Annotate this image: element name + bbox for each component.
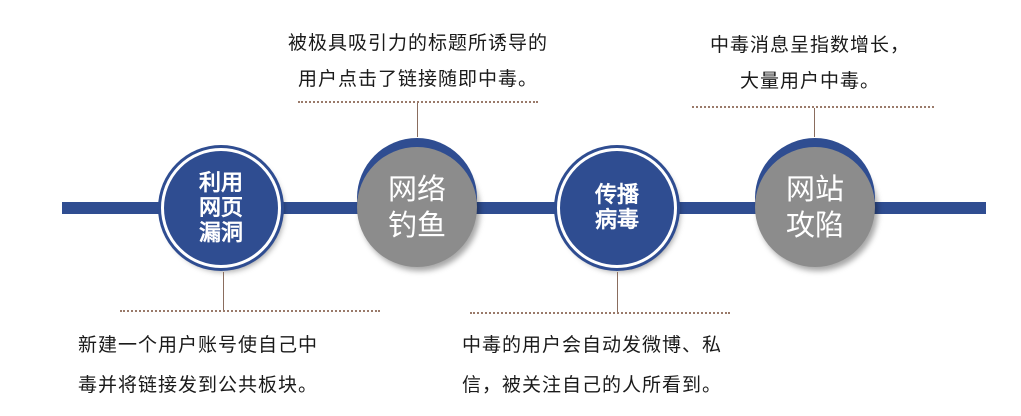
step-node-site-compromise: 网站攻陷	[755, 147, 875, 267]
step-node-exploit-webpage: 利用网页漏洞	[161, 148, 281, 268]
connector-line	[417, 103, 418, 137]
step1-description-line1: 新建一个用户账号使自己中	[78, 334, 319, 356]
step-node-spread-virus: 传播病毒	[557, 148, 677, 268]
step3-description-line1: 中毒的用户会自动发微博、私	[462, 334, 723, 356]
connector-line	[223, 272, 224, 310]
step2-description-line1: 被极具吸引力的标题所诱导的	[287, 32, 548, 54]
step-label: 传播病毒	[594, 183, 639, 233]
dotted-divider	[470, 312, 730, 314]
step-label: 网站攻陷	[785, 172, 844, 242]
step-label: 利用网页漏洞	[198, 170, 243, 246]
dotted-divider	[120, 310, 380, 312]
dotted-divider	[692, 106, 934, 108]
connector-line	[617, 272, 618, 312]
step2-description-line2: 用户点击了链接随即中毒。	[297, 68, 538, 90]
step3-description-line2: 信，被关注自己的人所看到。	[462, 374, 723, 396]
step-label: 网络钓鱼	[387, 172, 446, 242]
connector-line	[814, 108, 815, 137]
dotted-divider	[298, 101, 538, 103]
step4-description-line1: 中毒消息呈指数增长，	[709, 34, 910, 56]
step4-description-line2: 大量用户中毒。	[739, 70, 880, 92]
step-node-phishing: 网络钓鱼	[357, 147, 477, 267]
step1-description-line2: 毒并将链接发到公共板块。	[78, 374, 319, 396]
